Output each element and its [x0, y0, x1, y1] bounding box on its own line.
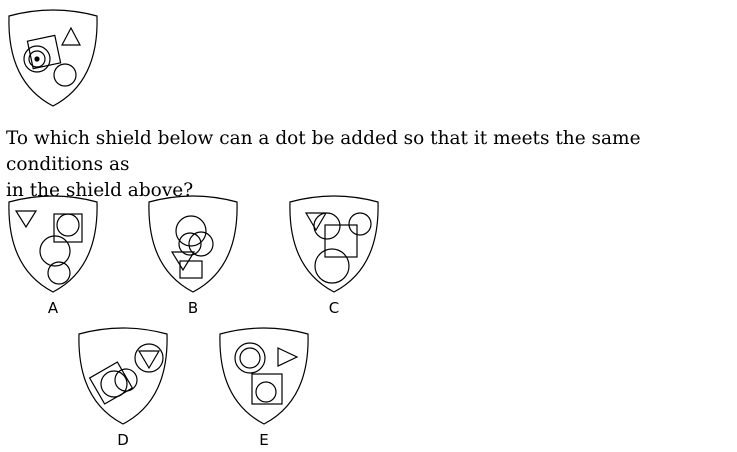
circle-shape [56, 213, 80, 237]
inner-circle-shape [28, 50, 46, 68]
triangle-shape [14, 210, 38, 229]
circle-shape-in-square [255, 381, 277, 403]
triangle-shape [137, 350, 161, 370]
circle-shape-bottom [314, 248, 350, 284]
option-c-label[interactable]: C [328, 299, 340, 317]
option-b-shield[interactable] [148, 195, 238, 294]
circle-shape-lower [53, 63, 77, 87]
option-b-label[interactable]: B [187, 299, 199, 317]
option-a-label[interactable]: A [47, 299, 59, 317]
circle-shape-left [313, 212, 341, 240]
shield-outline [148, 195, 238, 293]
option-c-shield[interactable] [289, 195, 379, 294]
reference-shield [8, 9, 98, 107]
question-line-1: To which shield below can a dot be added… [6, 128, 641, 175]
square-shape [88, 361, 134, 405]
circle-shape-large [39, 235, 71, 267]
circle-shape-inner [239, 347, 261, 369]
circle-shape-right [188, 231, 214, 257]
shield-outline [8, 195, 98, 293]
circle-shape-top [175, 215, 207, 247]
option-a-shield[interactable] [8, 195, 98, 294]
circle-shape-top [134, 343, 164, 373]
shield-outline [219, 327, 309, 425]
shield-outline [289, 195, 379, 293]
triangle-shape [61, 26, 81, 46]
shield-outline [78, 327, 168, 425]
circle-shape-left [100, 370, 128, 398]
square-shape [179, 260, 203, 279]
triangle-shape [277, 347, 299, 367]
circle-shape-outer [234, 342, 266, 374]
circle-shape-middle [178, 232, 202, 256]
circle-shape-right [348, 212, 372, 236]
circle-shape [23, 45, 51, 73]
option-d-label[interactable]: D [117, 431, 129, 449]
option-e-label[interactable]: E [259, 431, 269, 449]
shield-outline [8, 9, 98, 107]
triangle-shape [304, 212, 328, 232]
dot-marker [34, 56, 40, 62]
square-shape [251, 373, 283, 405]
circle-shape-right [114, 368, 138, 392]
square-shape [53, 213, 83, 243]
option-d-shield[interactable] [78, 327, 168, 426]
question-text: To which shield below can a dot be added… [6, 126, 737, 204]
option-e-shield[interactable] [219, 327, 309, 426]
square-shape [324, 224, 358, 258]
circle-shape-small [47, 261, 71, 285]
